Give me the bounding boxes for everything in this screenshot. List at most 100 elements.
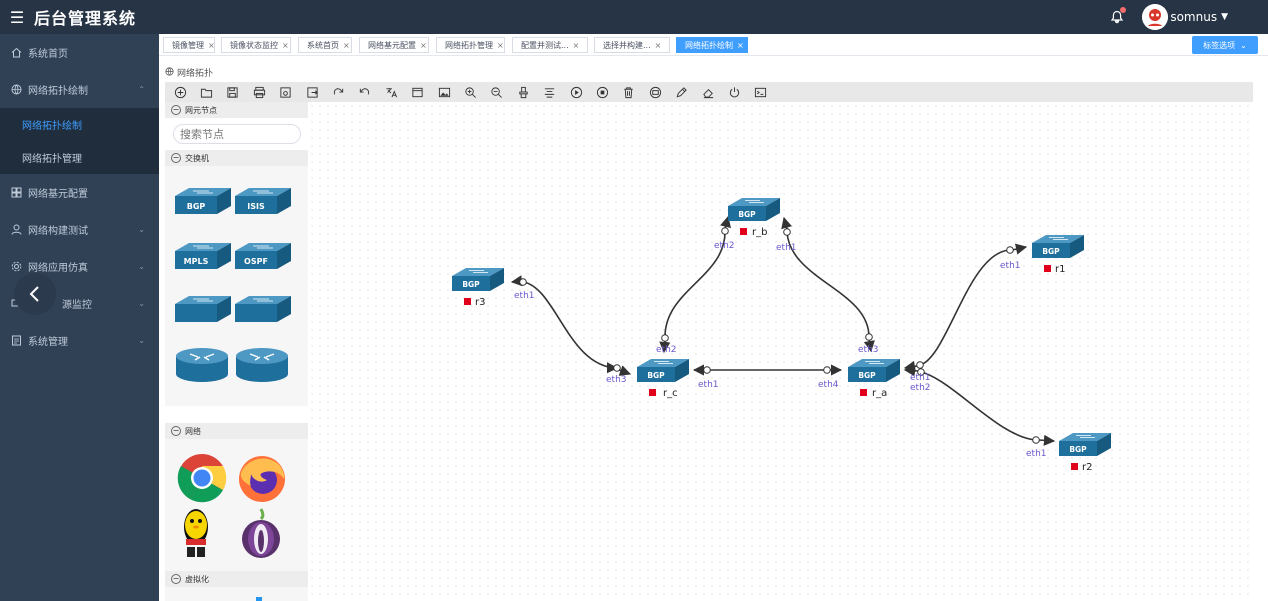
port-dot[interactable]: [783, 228, 791, 236]
sidebar-subitem-topology-draw[interactable]: 网络拓扑绘制: [0, 108, 159, 141]
sidebar-item-build-test[interactable]: 网络构建测试 ⌄: [0, 211, 159, 248]
printer-icon[interactable]: [642, 82, 668, 102]
switch-plain-icon[interactable]: [175, 294, 231, 326]
port-dot[interactable]: [1032, 436, 1040, 444]
tab-element-config[interactable]: 网络基元配置×: [359, 37, 429, 53]
tor-onion-icon[interactable]: [239, 505, 283, 562]
open-folder-icon[interactable]: [193, 82, 219, 102]
router-icon[interactable]: [175, 346, 229, 384]
link-r_c-r_b[interactable]: [659, 215, 731, 354]
save-icon[interactable]: [220, 82, 246, 102]
eraser-icon[interactable]: [695, 82, 721, 102]
close-icon[interactable]: ×: [208, 40, 215, 50]
sidebar-item-home[interactable]: 系统首页: [0, 34, 159, 71]
image-icon[interactable]: [431, 82, 457, 102]
switch-bgp-icon[interactable]: BGP: [175, 186, 231, 218]
node-r2[interactable]: BGP r2: [1058, 432, 1112, 473]
port-dot[interactable]: [1006, 246, 1014, 254]
node-r3[interactable]: BGP r3: [451, 267, 505, 308]
sidebar-item-app-sim[interactable]: 网络应用仿真 ⌄: [0, 248, 159, 285]
save-as-icon[interactable]: [273, 82, 299, 102]
avatar[interactable]: [1142, 4, 1169, 30]
firefox-icon[interactable]: [237, 453, 287, 506]
window-icon[interactable]: [405, 82, 431, 102]
translate-icon[interactable]: [378, 82, 404, 102]
new-icon[interactable]: [167, 82, 193, 102]
port-dot[interactable]: [703, 366, 711, 374]
play-icon[interactable]: [563, 82, 589, 102]
username[interactable]: somnus: [1170, 10, 1218, 24]
collapse-sidebar-button[interactable]: [14, 273, 56, 315]
sidebar-item-element-config[interactable]: 网络基元配置: [0, 174, 159, 211]
tab-home[interactable]: 系统首页×: [298, 37, 352, 53]
redo-icon[interactable]: [325, 82, 351, 102]
zoom-out-icon[interactable]: [484, 82, 510, 102]
port-dot[interactable]: [721, 227, 729, 235]
close-icon[interactable]: ×: [420, 40, 427, 50]
brush-icon[interactable]: [510, 82, 536, 102]
node-r_c[interactable]: BGP r_c: [636, 358, 690, 399]
tab-select-build[interactable]: 选择并构建...×: [594, 37, 670, 53]
tab-config-test[interactable]: 配置并测试...×: [512, 37, 588, 53]
switch-ospf-icon[interactable]: OSPF: [235, 241, 291, 273]
collapse-icon[interactable]: −: [171, 105, 181, 115]
link-r_a-r2[interactable]: [903, 365, 1056, 446]
stop-icon[interactable]: [589, 82, 615, 102]
qq-penguin-icon[interactable]: [181, 507, 211, 562]
close-icon[interactable]: ×: [737, 40, 744, 50]
sidebar-subitem-topology-manage[interactable]: 网络拓扑管理: [0, 141, 159, 174]
close-icon[interactable]: ×: [654, 40, 662, 50]
close-icon[interactable]: ×: [343, 40, 350, 50]
caret-down-icon[interactable]: ▼: [1221, 12, 1228, 22]
sidebar-item-system[interactable]: 系统管理 ⌄: [0, 322, 159, 359]
notification-bell-icon[interactable]: [1106, 6, 1128, 28]
print-icon[interactable]: [246, 82, 272, 102]
palette-section-switch[interactable]: −交换机: [165, 150, 308, 166]
pencil-icon[interactable]: [668, 82, 694, 102]
zoom-in-icon[interactable]: [457, 82, 483, 102]
port-dot[interactable]: [865, 333, 873, 341]
docker-icon[interactable]: [243, 597, 273, 601]
collapse-icon[interactable]: −: [171, 426, 181, 436]
terminal-icon[interactable]: [748, 82, 774, 102]
port-dot[interactable]: [917, 368, 925, 376]
switch-mpls-icon[interactable]: MPLS: [175, 241, 231, 273]
port-dot[interactable]: [823, 366, 831, 374]
tab-options-button[interactable]: 标签选项⌄: [1192, 36, 1258, 54]
node-r_b[interactable]: BGP r_b: [727, 197, 781, 238]
close-icon[interactable]: ×: [282, 40, 289, 50]
close-icon[interactable]: ×: [572, 40, 580, 50]
undo-icon[interactable]: [352, 82, 378, 102]
sidebar-item-topology-draw[interactable]: 网络拓扑绘制 ⌃: [0, 71, 159, 108]
power-icon[interactable]: [721, 82, 747, 102]
palette-section-network[interactable]: −网络: [165, 423, 308, 439]
link-r_b-r_a[interactable]: [781, 216, 875, 353]
chrome-icon[interactable]: [177, 453, 227, 506]
port-dot[interactable]: [519, 278, 527, 286]
collapse-icon[interactable]: −: [171, 153, 181, 163]
trash-icon[interactable]: [616, 82, 642, 102]
topology-svg[interactable]: eth1 eth3 eth2 eth2 eth1 eth3 eth4 eth1 …: [308, 102, 1253, 601]
tab-image-manage[interactable]: 镜像管理×: [163, 37, 215, 53]
node-r1[interactable]: BGP r1: [1031, 234, 1085, 275]
tab-topology-draw[interactable]: 网络拓扑绘制×: [676, 37, 748, 53]
topology-canvas[interactable]: eth1 eth3 eth2 eth2 eth1 eth3 eth4 eth1 …: [308, 102, 1253, 601]
link-r_a-r_c[interactable]: [692, 364, 843, 376]
port-dot[interactable]: [916, 361, 924, 369]
switch-isis-icon[interactable]: ISIS: [235, 186, 291, 218]
palette-section-virtual[interactable]: −虚拟化: [165, 571, 308, 587]
hamburger-menu-icon[interactable]: ☰: [9, 7, 25, 27]
close-icon[interactable]: ×: [497, 40, 504, 50]
search-node-input[interactable]: [173, 124, 301, 144]
link-r3-r_c[interactable]: [510, 275, 632, 376]
palette-section-nodes[interactable]: −网元节点: [165, 102, 308, 118]
node-r_a[interactable]: BGP r_a: [847, 358, 901, 399]
collapse-icon[interactable]: −: [171, 574, 181, 584]
tab-image-status[interactable]: 镜像状态监控×: [221, 37, 291, 53]
export-icon[interactable]: [299, 82, 325, 102]
router-icon[interactable]: [235, 346, 289, 384]
port-dot[interactable]: [661, 334, 669, 342]
tab-topology-manage[interactable]: 网络拓扑管理×: [436, 37, 505, 53]
switch-plain-icon[interactable]: [235, 294, 291, 326]
align-icon[interactable]: [536, 82, 562, 102]
